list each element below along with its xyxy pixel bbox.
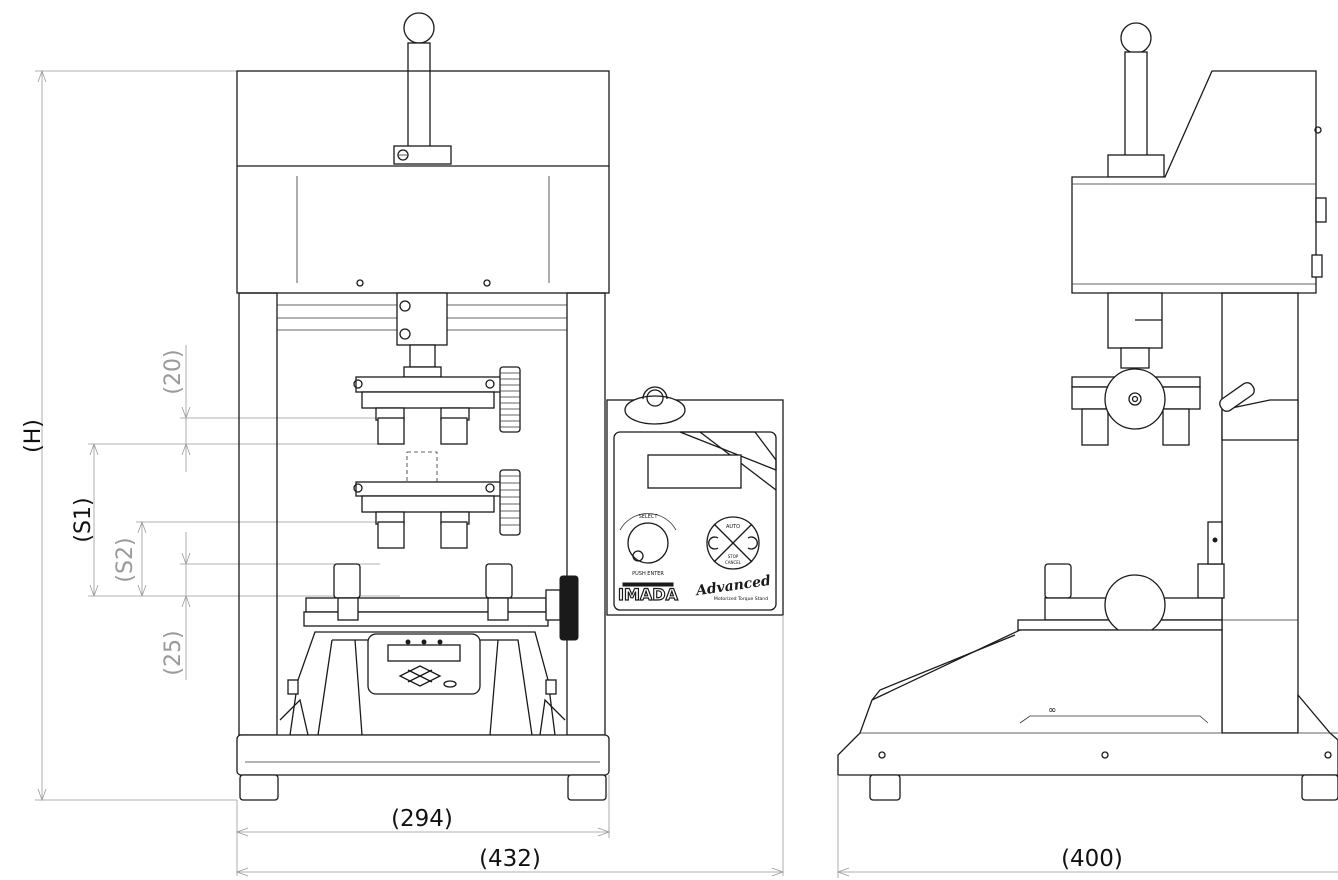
cancel-text: CANCEL (725, 560, 742, 565)
side-head (1071, 70, 1317, 294)
panel-display (647, 454, 742, 489)
gap25-label: (25) (161, 630, 186, 675)
direction-pad[interactable]: AUTO STOP CANCEL (706, 516, 760, 570)
side-column (1221, 292, 1299, 734)
s2-label: (S2) (113, 537, 138, 582)
side-view: ∞ (400) (836, 22, 1338, 878)
control-panel: SELECT PUSH ENTER AUTO STOP CANCEL IMADA… (606, 386, 784, 616)
brand-logo: IMADA (618, 585, 679, 604)
torque-gauge (279, 631, 566, 736)
left-column (238, 292, 278, 736)
s2-dimension: (S2) (113, 520, 400, 598)
width-inner-label: (294) (391, 806, 453, 832)
middle-chuck (353, 451, 521, 549)
top-handle (393, 12, 452, 165)
width-total-label: (432) (479, 846, 541, 872)
front-base (236, 734, 610, 776)
select-knob[interactable] (627, 522, 669, 564)
s1-label: (S1) (71, 497, 96, 542)
front-view: (H) (S1) (S2) (20) (21, 12, 785, 877)
height-label: (H) (21, 419, 46, 453)
depth-label: (400) (1061, 846, 1123, 872)
auto-text: AUTO (726, 524, 740, 530)
gap20-dimension: (20) (161, 345, 380, 472)
s1-dimension: (S1) (71, 442, 400, 598)
select-text: SELECT (639, 514, 659, 520)
side-base (837, 629, 1338, 776)
gap25-dimension: (25) (161, 532, 380, 680)
push-enter-text: PUSH ENTER (632, 571, 664, 577)
stop-text: STOP (728, 554, 739, 559)
height-dimension: (H) (21, 69, 237, 802)
bottom-chuck (303, 563, 579, 641)
gap20-label: (20) (161, 349, 186, 394)
model-subtitle: Motorized Torque Stand (714, 596, 768, 602)
right-column (566, 292, 606, 736)
gauge-side-mark: ∞ (1048, 705, 1056, 716)
upper-chuck (353, 366, 521, 445)
width-dimensions: (294) (432) (235, 615, 785, 877)
depth-dimension: (400) (836, 775, 1338, 878)
